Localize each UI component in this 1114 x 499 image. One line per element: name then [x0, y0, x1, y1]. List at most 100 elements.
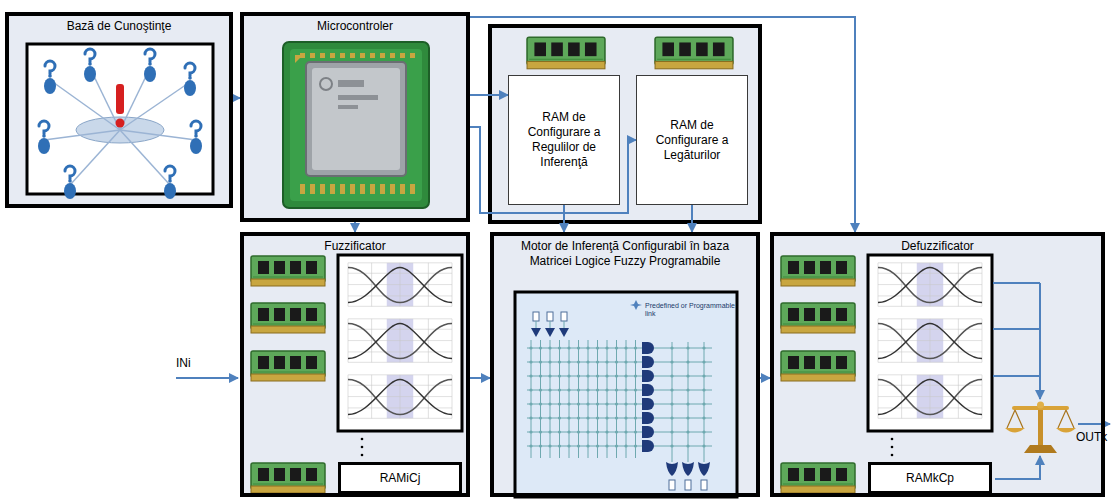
- link-node: [624, 360, 627, 363]
- network-link: [120, 130, 170, 185]
- link-node: [567, 444, 570, 447]
- chip-pad: [380, 184, 385, 194]
- link-node: [605, 430, 608, 433]
- chip-pad: [400, 184, 405, 194]
- link-node: [548, 388, 551, 391]
- input-buffer: [559, 328, 569, 337]
- link-node: [624, 346, 627, 349]
- link-node: [586, 444, 589, 447]
- link-node: [577, 416, 580, 419]
- input-pin: [561, 312, 567, 321]
- question-dot: [68, 179, 72, 183]
- chip-pad: [410, 184, 415, 194]
- flow-arrow: [691, 205, 693, 232]
- output-pin: [701, 480, 707, 490]
- output-signal-label: OUTk: [1076, 430, 1107, 444]
- question-dot: [168, 179, 172, 183]
- flow-arrow: [233, 97, 240, 99]
- link-node: [634, 416, 637, 419]
- microcontroller-panel: Microcontroler: [240, 12, 470, 222]
- person-body: [38, 138, 50, 154]
- inference-engine-panel: Motor de Inferenţă Configurabil în baza …: [490, 232, 760, 497]
- link-node: [577, 388, 580, 391]
- chip-pad: [300, 184, 305, 194]
- output-pin: [685, 480, 691, 490]
- input-signal-label: INi: [176, 356, 191, 370]
- chip-pad: [320, 53, 325, 58]
- link-node: [577, 346, 580, 349]
- link-node: [558, 416, 561, 419]
- link-node: [539, 430, 542, 433]
- link-node: [634, 430, 637, 433]
- question-dot: [148, 62, 152, 66]
- link-node: [634, 388, 637, 391]
- legend-note: Predefined or Programmable link: [645, 302, 737, 319]
- link-node: [624, 430, 627, 433]
- or-gate: [682, 462, 694, 476]
- person-body: [84, 66, 96, 82]
- question-dot: [88, 62, 92, 66]
- and-gate: [642, 356, 654, 368]
- link-node: [596, 444, 599, 447]
- person-body: [44, 78, 56, 94]
- link-node: [577, 444, 580, 447]
- and-gate: [642, 440, 654, 452]
- network-link: [44, 130, 120, 140]
- link-node: [615, 444, 618, 447]
- matrix-column: [569, 340, 570, 458]
- question-mark: [185, 63, 195, 76]
- chip-pad: [400, 53, 405, 58]
- exclamation-bar: [116, 84, 124, 114]
- or-column: [704, 342, 705, 462]
- question-dot: [194, 134, 198, 138]
- output-pin: [669, 480, 675, 490]
- link-node: [577, 430, 580, 433]
- input-buffer: [531, 328, 541, 337]
- link-node: [539, 346, 542, 349]
- link-node: [529, 430, 532, 433]
- link-node: [529, 402, 532, 405]
- input-pin: [547, 312, 553, 321]
- panel-title: Fuzzificator: [250, 239, 460, 254]
- and-gate: [642, 412, 654, 424]
- chip-pad: [330, 184, 335, 194]
- link-node: [548, 346, 551, 349]
- chip-pad: [380, 53, 385, 58]
- link-node: [539, 374, 542, 377]
- link-node: [596, 346, 599, 349]
- link-node: [634, 402, 637, 405]
- link-node: [567, 374, 570, 377]
- link-node: [615, 430, 618, 433]
- link-node: [539, 416, 542, 419]
- link-node: [577, 374, 580, 377]
- panel-title: Microcontroler: [250, 19, 460, 34]
- question-mark: [39, 121, 49, 134]
- link-node: [624, 416, 627, 419]
- link-node: [567, 346, 570, 349]
- person-body: [184, 80, 196, 96]
- link-node: [596, 374, 599, 377]
- flow-arrow: [760, 377, 770, 379]
- question-mark: [45, 61, 55, 74]
- link-node: [596, 388, 599, 391]
- input-buffer: [545, 328, 555, 337]
- question-dot: [48, 74, 52, 78]
- chip-pad: [320, 184, 325, 194]
- box-label: RAM de Configurare a Regulilor de Infere…: [513, 110, 615, 170]
- chip-pad: [330, 53, 335, 58]
- or-column: [672, 342, 673, 462]
- link-node: [615, 388, 618, 391]
- link-node: [615, 360, 618, 363]
- matrix-column: [559, 340, 560, 458]
- link-node: [558, 388, 561, 391]
- link-node: [567, 388, 570, 391]
- link-node: [577, 360, 580, 363]
- matrix-column: [635, 340, 636, 458]
- link-node: [624, 444, 627, 447]
- link-node: [634, 360, 637, 363]
- link-node: [529, 346, 532, 349]
- chip-pad: [360, 184, 365, 194]
- link-node: [567, 402, 570, 405]
- link-node: [615, 346, 618, 349]
